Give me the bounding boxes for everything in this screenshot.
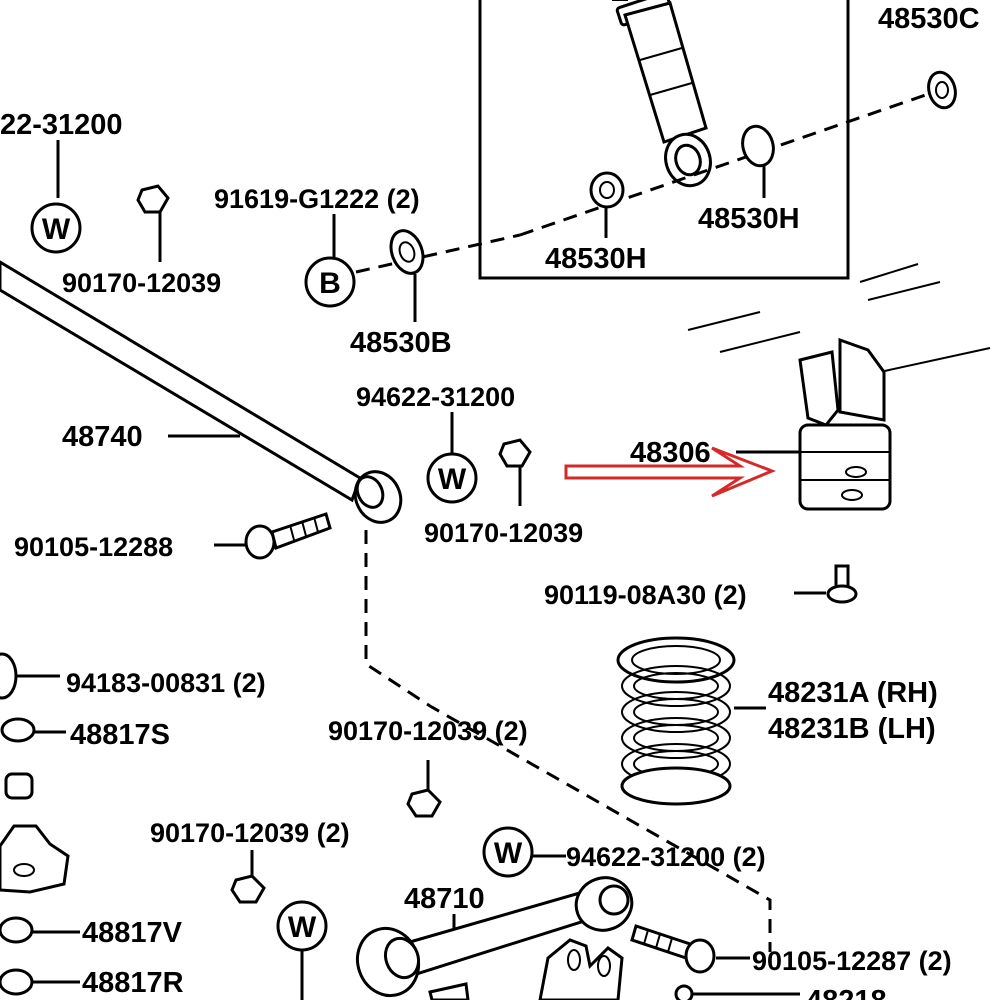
label-90119-08a30: 90119-08A30 (2) xyxy=(544,580,747,610)
bolt-stub-bottom xyxy=(428,982,470,1000)
washer-48530b xyxy=(389,229,425,322)
bushing-48817v xyxy=(0,916,80,944)
nut-90170-low xyxy=(406,788,442,818)
label-94183-00831: 94183-00831 (2) xyxy=(66,668,266,698)
label-48231b: 48231B (LH) xyxy=(768,713,936,745)
label-94622-31200-low: 94622-31200 (2) xyxy=(566,842,766,872)
washer-mark-w-topleft: W xyxy=(30,202,82,254)
svg-text:W: W xyxy=(494,837,523,870)
label-22-31200: 22-31200 xyxy=(0,109,123,141)
svg-text:W: W xyxy=(288,911,317,944)
bolt-90105-12287 xyxy=(630,924,716,974)
label-90170-12039-top: 90170-12039 xyxy=(62,268,221,298)
lower-control-arm-48710 xyxy=(356,876,634,1000)
label-48740: 48740 xyxy=(62,421,143,453)
washer-48530h-right xyxy=(741,124,775,168)
label-48530h-right: 48530H xyxy=(698,203,800,235)
bushing-48530h-left xyxy=(589,171,625,209)
bracket-48218 xyxy=(674,984,800,1000)
svg-text:W: W xyxy=(438,463,467,496)
label-90170-12039-bottomleft: 90170-12039 (2) xyxy=(150,818,350,848)
label-48530b: 48530B xyxy=(350,327,452,359)
bolt-90119 xyxy=(826,564,858,604)
nut-48530c xyxy=(927,70,957,110)
b-mark: B xyxy=(319,267,341,300)
label-94622-31200-mid: 94622-31200 xyxy=(356,382,515,412)
collar-left xyxy=(4,772,34,800)
label-91619-g1222: 91619-G1222 (2) xyxy=(214,184,420,214)
bolt-mark-b: B xyxy=(304,256,356,308)
w-mark: W xyxy=(42,213,71,246)
shock-absorber xyxy=(612,0,712,188)
label-48710: 48710 xyxy=(404,883,485,915)
bushing-48817r xyxy=(0,968,80,996)
bushing-48817s xyxy=(0,717,66,743)
lateral-rod-48740 xyxy=(0,260,403,524)
label-48218: 48218 xyxy=(806,985,887,1000)
washer-94183 xyxy=(0,652,60,700)
bracket-left xyxy=(0,824,70,894)
red-arrow-icon xyxy=(564,446,777,498)
bump-stopper-48306 xyxy=(687,263,991,511)
label-90170-12039-low: 90170-12039 (2) xyxy=(328,716,528,746)
nut-90170-top xyxy=(136,184,170,262)
label-48817v: 48817V xyxy=(82,917,183,949)
label-48530h-left: 48530H xyxy=(545,243,647,275)
label-90170-12039-mid: 90170-12039 xyxy=(424,518,583,548)
washer-mark-w-mid: W xyxy=(426,452,478,504)
label-90105-12287: 90105-12287 (2) xyxy=(752,946,952,976)
label-48817s: 48817S xyxy=(70,719,170,751)
label-48530c: 48530C xyxy=(878,3,980,35)
label-48306: 48306 xyxy=(630,437,711,469)
coil-spring-48231 xyxy=(616,636,736,806)
label-90105-12288: 90105-12288 xyxy=(14,532,173,562)
label-48231a: 48231A (RH) xyxy=(768,677,938,709)
washer-mark-w-bottom: W xyxy=(276,900,328,1000)
nut-90170-bottomleft xyxy=(230,874,266,904)
shock-absorber-inset xyxy=(478,0,941,280)
washer-mark-w-lower: W xyxy=(482,826,534,878)
highlight-arrow xyxy=(564,446,777,498)
bolt-90105-12288 xyxy=(244,512,332,560)
label-48817r: 48817R xyxy=(82,967,184,999)
nut-90170-mid xyxy=(498,438,532,506)
